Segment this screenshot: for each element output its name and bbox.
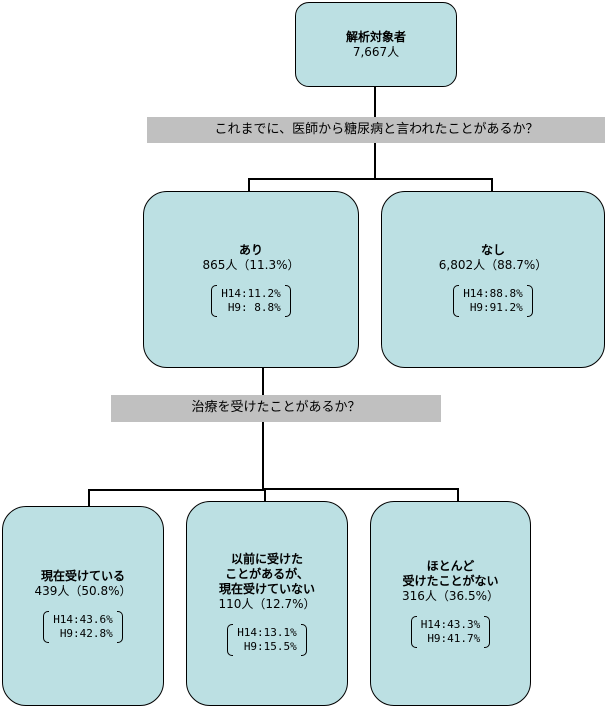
node-title-line: 受けたことがない [402,574,499,588]
connector-to-nashi [491,178,493,192]
comparison-bracket: H14:88.8% H9:91.2% [453,284,533,317]
h14-value: H14:43.3% [420,618,481,631]
node-title: あり [238,242,263,257]
h9-value: H9:42.8% [59,627,113,640]
node-title: なし [480,242,505,257]
node-diagnosed-yes: あり 865人（11.3%） H14:11.2% H9: 8.8% [143,191,359,368]
comparison-bracket: H14:43.3% H9:41.7% [410,616,491,648]
node-title-line: ほとんど [426,559,475,573]
connector-to-ari [248,178,250,192]
node-title-line: 以前に受けた [230,551,303,566]
h14-value: H14:43.6% [53,613,113,626]
node-title-line: 現在受けている [40,569,125,583]
node-title-line: ことがあるが、 [225,566,309,581]
question-banner-treatment: 治療を受けたことがあるか？ [111,395,441,422]
node-count: 439人（50.8%） [34,584,132,598]
connector-to-current [88,489,90,506]
connector-level2-horizontal-left [88,489,264,491]
comparison-bracket: H14:43.6% H9:42.8% [43,611,123,643]
question-banner-diagnosis: これまでに、医師から糖尿病と言われたことがあるか？ [147,117,605,143]
connector-level1-horizontal [248,178,493,180]
node-title-line: 現在受けていない [218,581,315,596]
connector-level2-horizontal-right [262,488,459,490]
node-rarely-treated: ほとんど 受けたことがない 316人（36.5%） H14:43.3% H9:4… [370,501,531,706]
root-node: 解析対象者 7,667人 [295,2,457,87]
node-currently-treated: 現在受けている 439人（50.8%） H14:43.6% H9:42.8% [2,506,164,706]
h9-value: H9:91.2% [469,300,523,314]
root-title: 解析対象者 [345,29,406,44]
h14-value: H14:88.8% [463,286,523,300]
node-count: 6,802人（88.7%） [438,257,548,272]
h9-value: H9:15.5% [243,639,297,653]
connector-to-past [264,488,266,502]
node-diagnosed-no: なし 6,802人（88.7%） H14:88.8% H9:91.2% [381,191,605,368]
root-count: 7,667人 [352,44,400,59]
h14-value: H14:13.1% [237,625,297,639]
node-previously-treated: 以前に受けた ことがあるが、 現在受けていない 110人（12.7%） H14:… [186,501,348,706]
comparison-bracket: H14:11.2% H9: 8.8% [211,284,291,317]
h14-value: H14:11.2% [221,286,281,300]
node-count: 110人（12.7%） [218,596,316,611]
h9-value: H9:41.7% [427,632,481,645]
connector-ari-down [262,366,264,490]
node-count: 865人（11.3%） [202,257,300,272]
comparison-bracket: H14:13.1% H9:15.5% [227,623,307,656]
node-count: 316人（36.5%） [401,589,500,603]
connector-to-never [457,488,459,502]
h9-value: H9: 8.8% [227,300,281,314]
